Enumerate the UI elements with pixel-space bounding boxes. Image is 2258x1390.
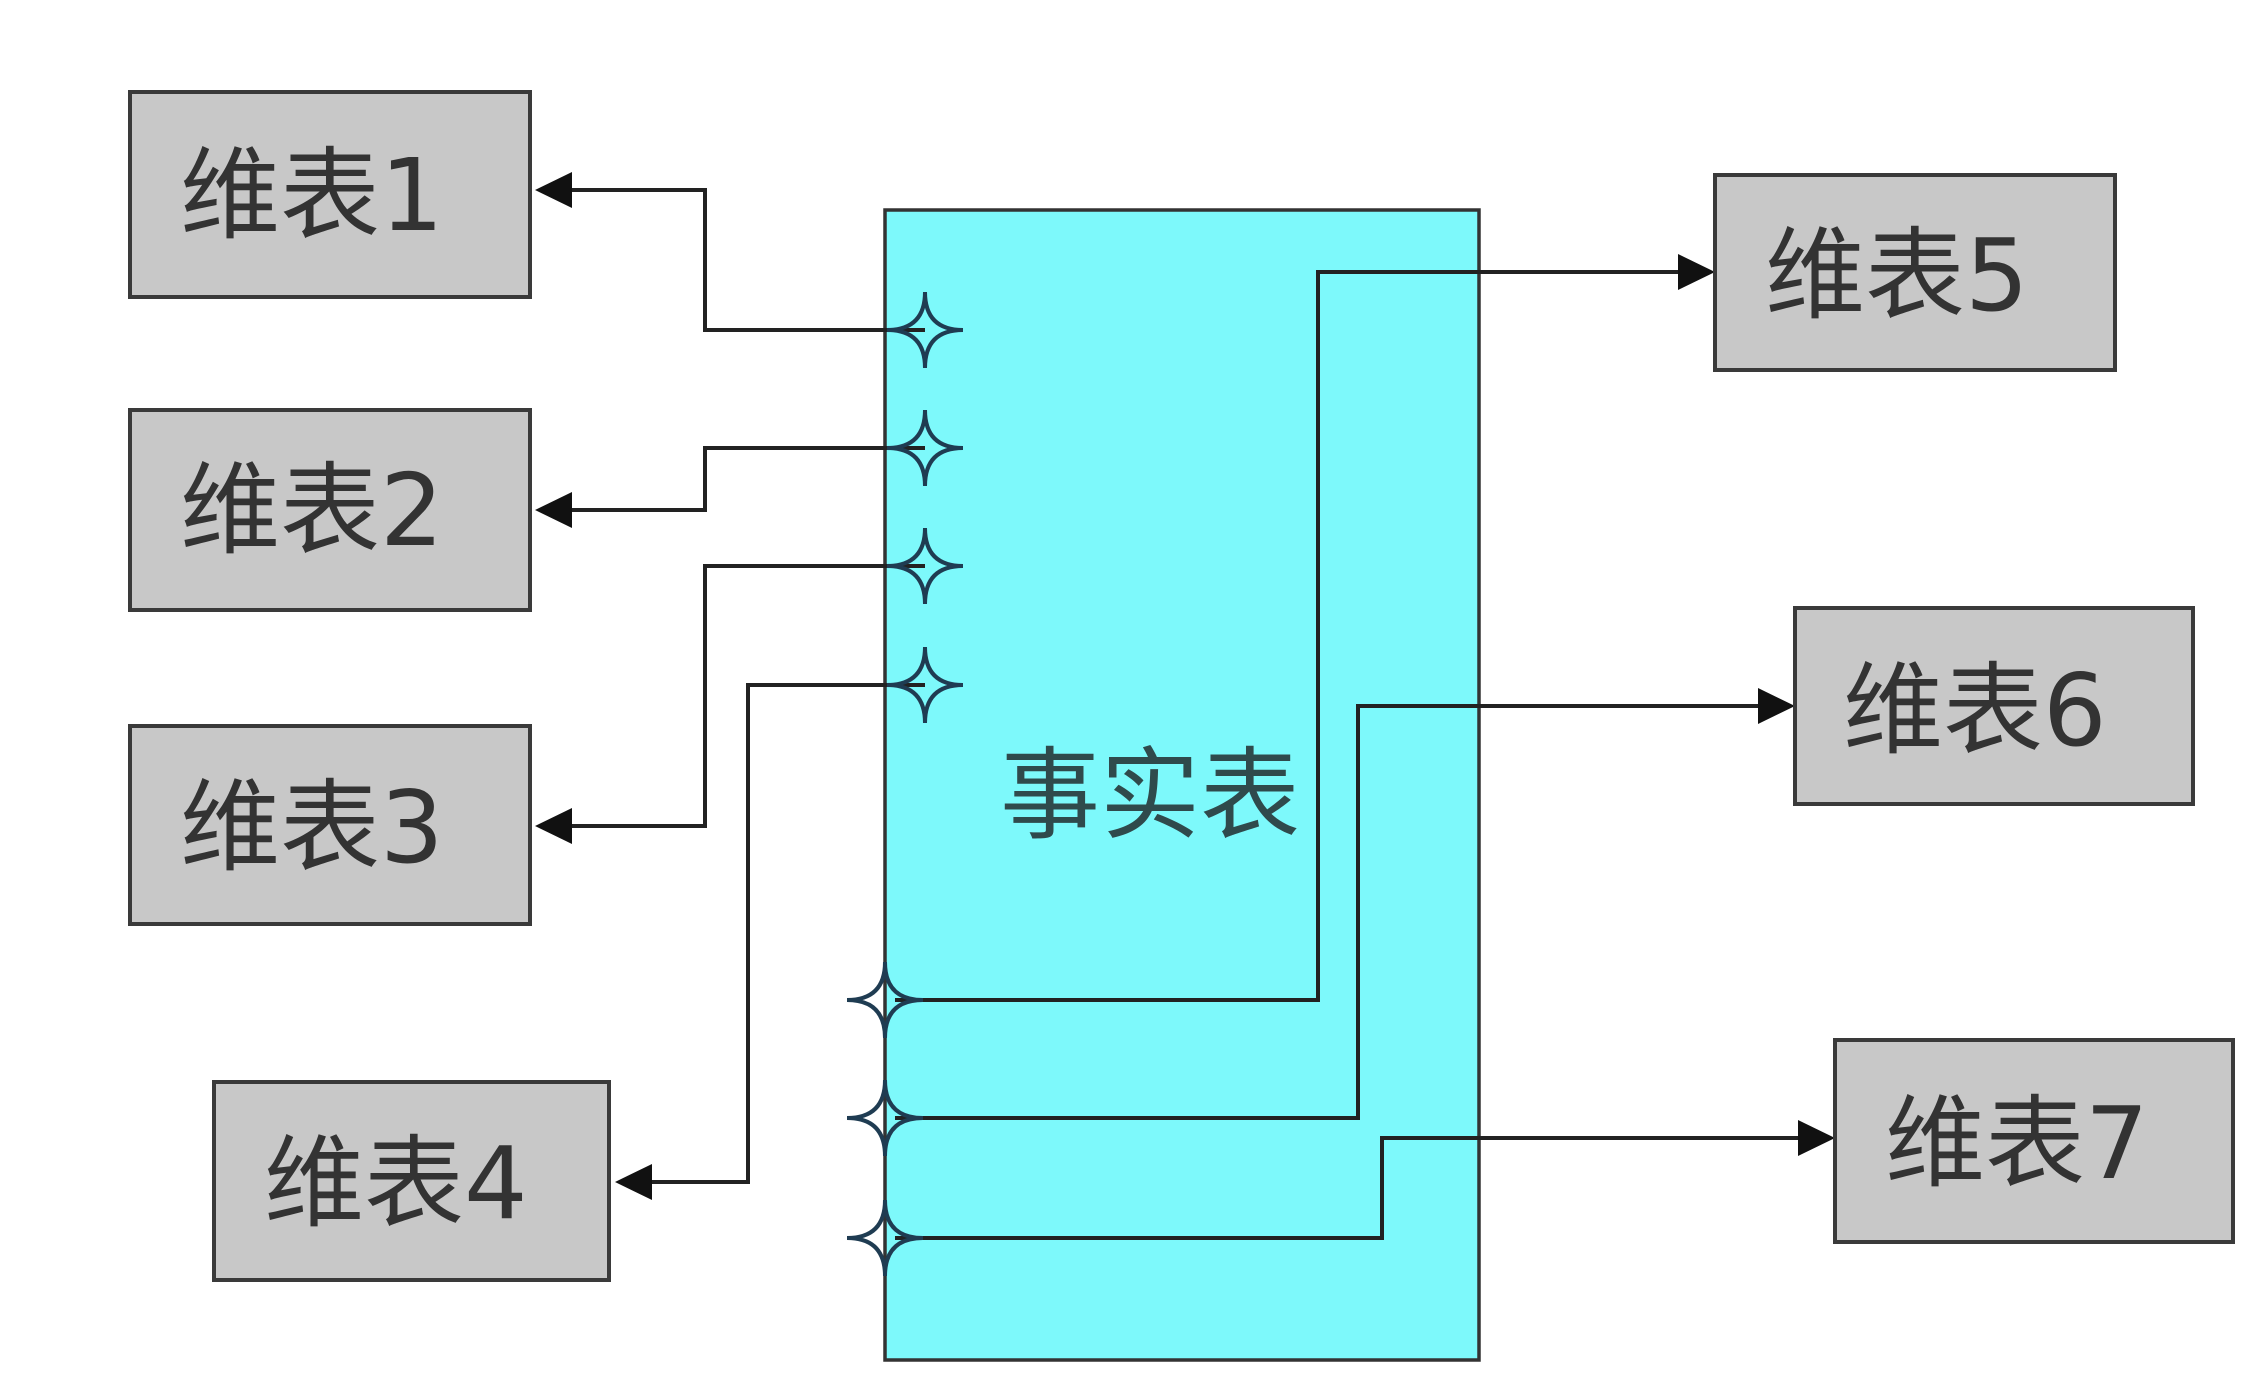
fact-table-label: 事实表	[1000, 737, 1300, 854]
fact-to-dim3-connector	[535, 564, 925, 844]
key-marker-2	[886, 409, 964, 487]
dimension-table-3: 维表3	[128, 724, 532, 926]
fact-to-dim5-connector	[895, 254, 1715, 1002]
dimension-table-3-label: 维表3	[180, 769, 444, 886]
dimension-table-2-label: 维表2	[180, 452, 444, 569]
key-marker-6	[846, 1079, 924, 1157]
dimension-table-1: 维表1	[128, 90, 532, 299]
dimension-table-5: 维表5	[1713, 173, 2117, 372]
fact-to-dim1-connector	[535, 172, 925, 332]
dimension-table-1-label: 维表1	[180, 137, 444, 254]
fact-to-dim4-connector	[615, 683, 925, 1200]
key-marker-3	[886, 527, 964, 605]
fact-to-dim2-connector	[535, 446, 925, 528]
fact-to-dim7-connector	[895, 1120, 1835, 1240]
key-marker-1	[886, 291, 964, 369]
fact-to-dim6-connector	[895, 688, 1795, 1120]
dimension-table-4-label: 维表4	[264, 1125, 528, 1242]
key-marker-5	[846, 961, 924, 1039]
key-marker-4	[886, 646, 964, 724]
dimension-table-7-label: 维表7	[1885, 1085, 2149, 1202]
dimension-table-6: 维表6	[1793, 606, 2195, 806]
dimension-table-5-label: 维表5	[1765, 217, 2029, 334]
dimension-table-7: 维表7	[1833, 1038, 2235, 1244]
dimension-table-6-label: 维表6	[1843, 652, 2107, 769]
key-marker-7	[846, 1199, 924, 1277]
dimension-table-4: 维表4	[212, 1080, 611, 1282]
dimension-table-2: 维表2	[128, 408, 532, 612]
